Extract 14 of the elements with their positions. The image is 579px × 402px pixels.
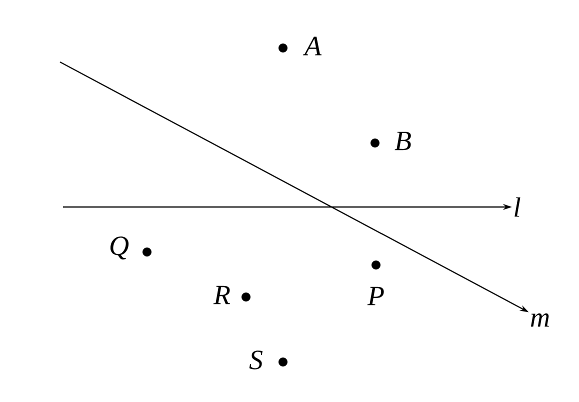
- point: R: [213, 286, 250, 304]
- node-label: R: [213, 286, 230, 304]
- point: B: [370, 132, 411, 150]
- node-label: Q: [110, 236, 129, 260]
- node-label: B: [394, 132, 411, 150]
- point: S: [249, 350, 288, 370]
- node-label: A: [302, 36, 322, 56]
- point: A: [278, 36, 322, 56]
- point: P: [367, 260, 384, 306]
- node-label: S: [249, 350, 263, 370]
- point: Q: [110, 236, 152, 260]
- node-label: P: [367, 286, 384, 306]
- line-label: l: [514, 197, 520, 217]
- line-label: m: [530, 313, 549, 327]
